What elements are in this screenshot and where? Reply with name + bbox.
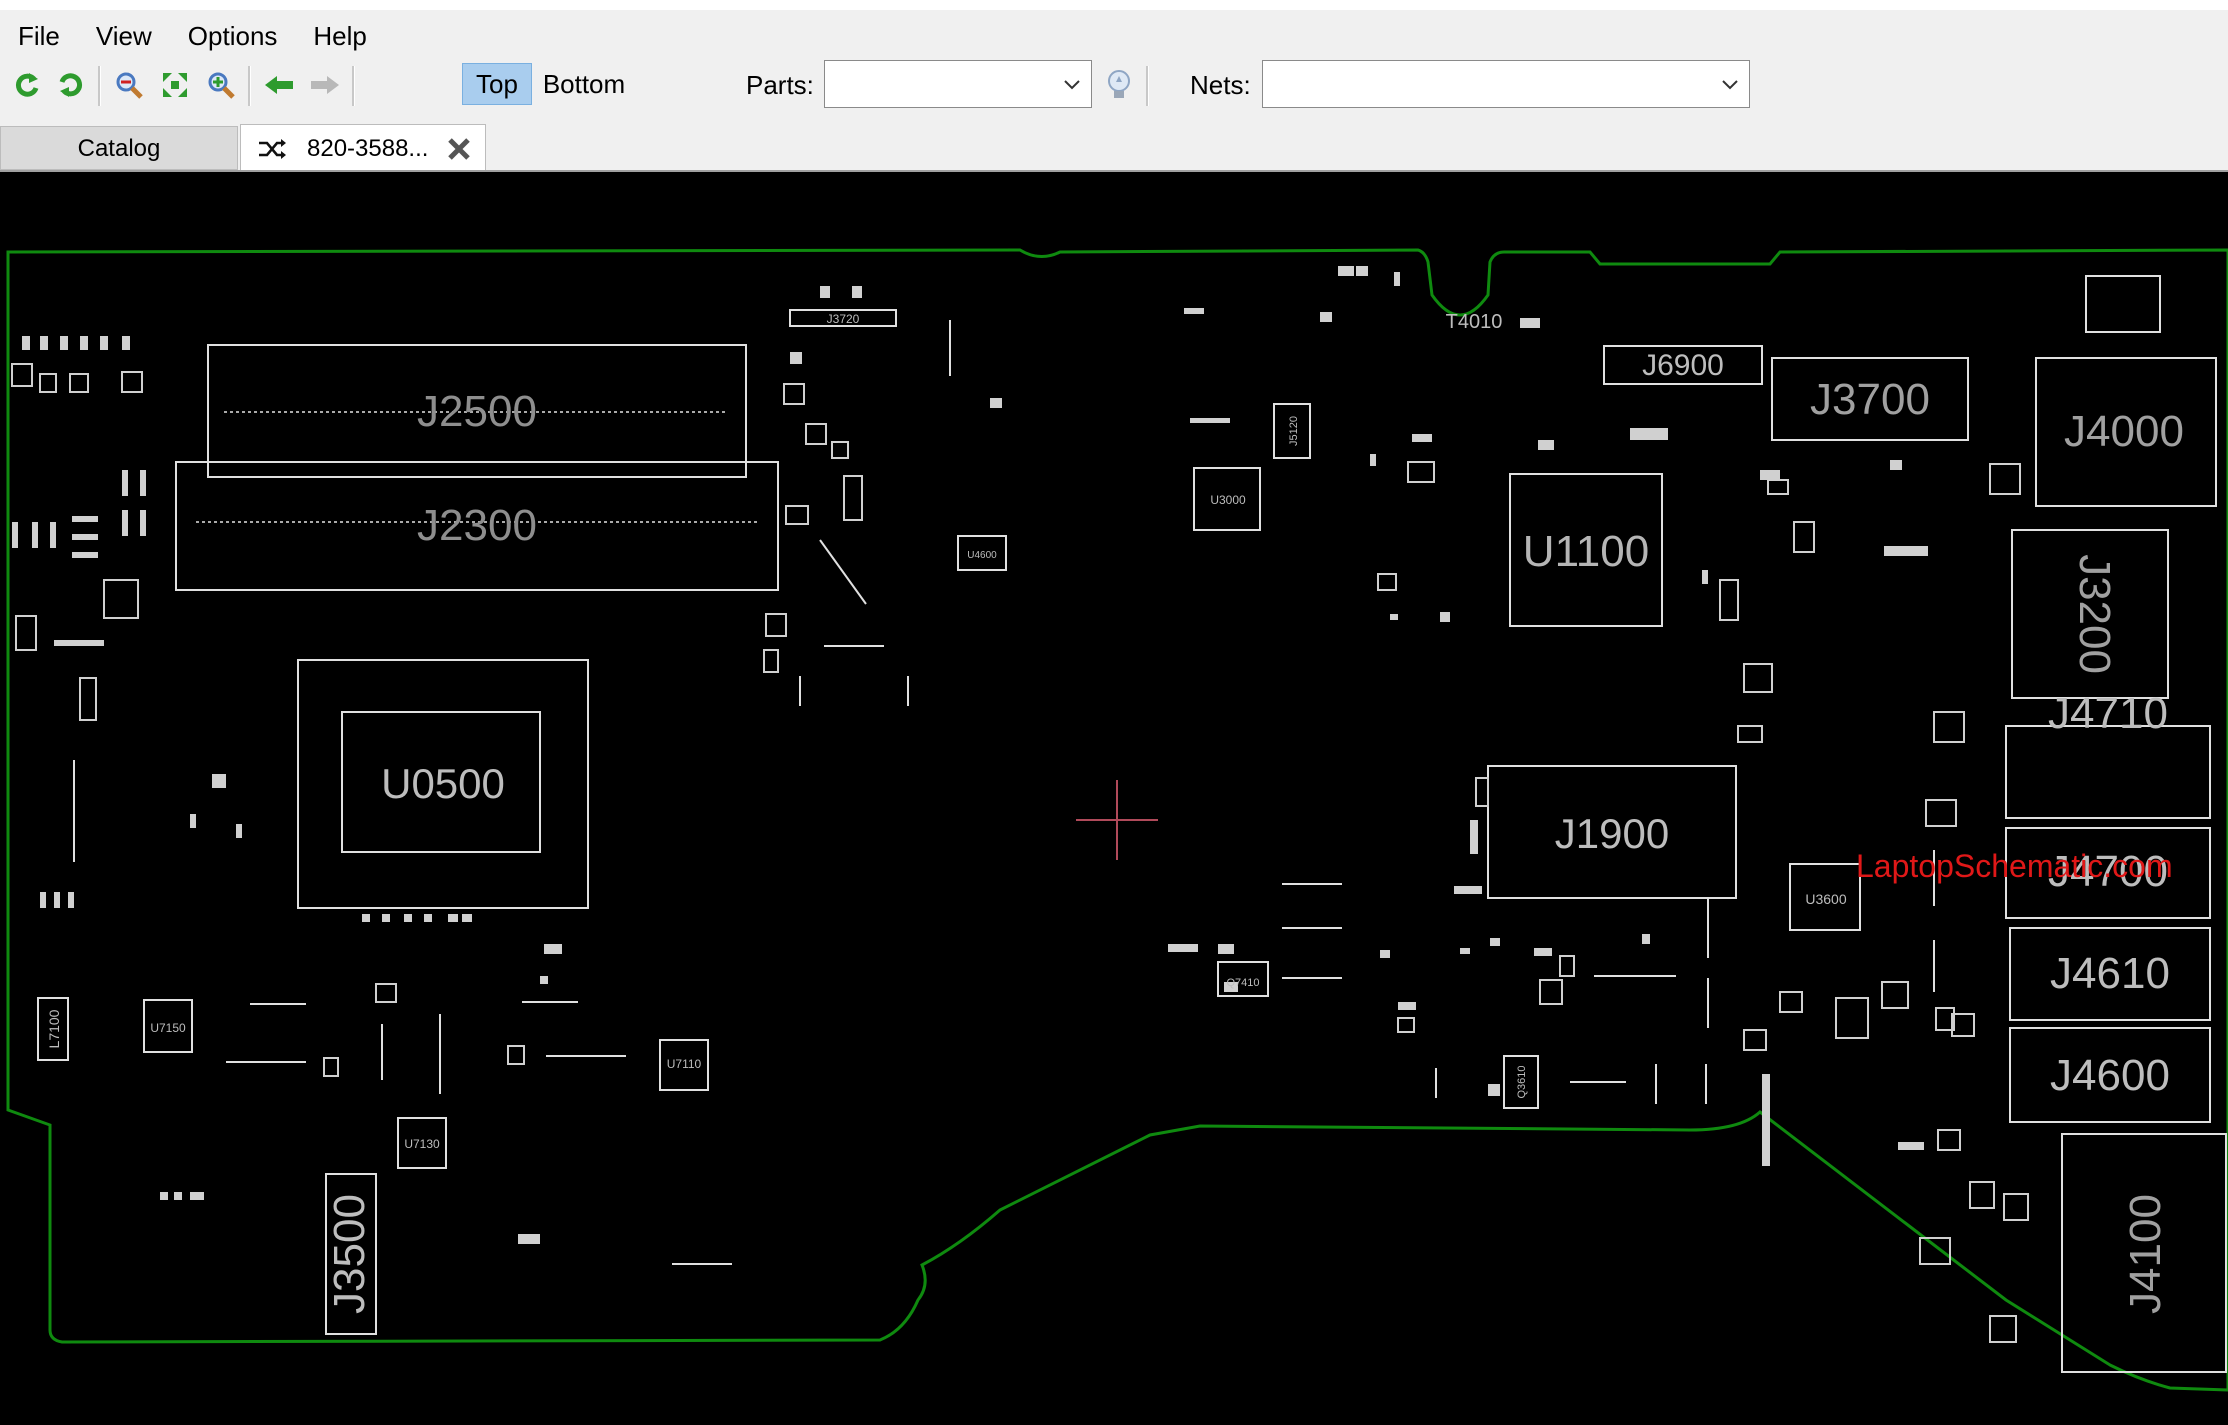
chip-U3600 (1789, 863, 1861, 931)
document-tabs: Catalog 820-3588... (0, 124, 2228, 172)
parts-combobox[interactable] (824, 60, 1092, 108)
side-top-button[interactable]: Top (462, 63, 532, 105)
connector-J3700 (1771, 357, 1969, 441)
toolbar-separator (1146, 66, 1149, 106)
chevron-down-icon (1722, 80, 1738, 90)
chip-U0500 (297, 659, 589, 909)
connector-J4100 (2061, 1133, 2227, 1373)
chip-U7110 (659, 1039, 709, 1091)
toolbar-separator (98, 66, 101, 106)
chip-U1100 (1509, 473, 1663, 627)
connector-J2500 (207, 344, 747, 478)
label-U1100: U1100 (1523, 527, 1649, 576)
board-view-canvas[interactable]: J2500 J2300 U0500 U1100 J1900 J6900 J370… (0, 172, 2228, 1420)
connector-J4710 (2005, 725, 2211, 819)
tab-board-file-label: 820-3588... (307, 135, 429, 162)
label-J4710: J4710 (2048, 689, 2168, 738)
label-J4100: J4100 (2121, 1194, 2170, 1314)
title-strip (0, 0, 2228, 10)
shuffle-icon (259, 139, 286, 159)
label-J3720: J3720 (827, 312, 860, 326)
zoom-out-icon[interactable] (112, 68, 146, 102)
label-L7100: L7100 (46, 1009, 62, 1048)
label-J4000: J4000 (2064, 407, 2184, 456)
label-J1900: J1900 (1555, 810, 1669, 857)
tab-catalog[interactable]: Catalog (0, 126, 238, 170)
label-J3700: J3700 (1810, 375, 1930, 424)
connector-J4000 (2035, 357, 2217, 507)
label-J4610: J4610 (2050, 949, 2170, 998)
part-Q7410 (1217, 961, 1269, 997)
menu-options[interactable]: Options (187, 21, 278, 51)
toolbar-separator (248, 66, 251, 106)
toolbar-separator (352, 66, 355, 106)
connector-J3500 (325, 1173, 377, 1335)
part-J5120 (1273, 403, 1311, 459)
chip-U3000 (1193, 467, 1261, 531)
label-T4010: T4010 (1446, 311, 1503, 333)
connector-J2300 (175, 461, 779, 591)
connector-J3200 (2011, 529, 2169, 699)
label-Q7410: Q7410 (1226, 977, 1259, 989)
label-U7150: U7150 (150, 1021, 186, 1035)
label-J2500: J2500 (417, 387, 537, 436)
menu-bar: File View Options Help (0, 14, 385, 58)
transformer-T4010 (2085, 275, 2161, 333)
label-U7110: U7110 (667, 1057, 702, 1071)
toolbar: Top Bottom Parts: Nets: (0, 60, 2228, 110)
menu-help[interactable]: Help (313, 21, 367, 51)
board-outline (6, 248, 2228, 1392)
parts-label: Parts: (746, 70, 814, 100)
lightbulb-icon[interactable] (1102, 68, 1136, 102)
connector-J3720 (789, 309, 897, 327)
nets-label: Nets: (1190, 70, 1251, 100)
label-J2300: J2300 (417, 501, 537, 550)
chip-U4600 (957, 535, 1007, 571)
forward-arrow-icon[interactable] (308, 68, 342, 102)
back-arrow-icon[interactable] (262, 68, 296, 102)
pcb-layout: J2500 J2300 U0500 U1100 J1900 J6900 J370… (6, 248, 2228, 1392)
connector-J6900 (1603, 345, 1763, 385)
tab-underline (0, 170, 2228, 172)
label-J4700: J4700 (2048, 847, 2168, 896)
rotate-left-icon[interactable] (10, 68, 44, 102)
label-U3000: U3000 (1210, 493, 1246, 507)
zoom-fit-icon[interactable] (158, 68, 192, 102)
label-U7130: U7130 (404, 1137, 440, 1151)
label-U3600: U3600 (1805, 891, 1846, 907)
label-J3500: J3500 (325, 1194, 374, 1314)
chip-U7150 (143, 999, 193, 1053)
app-chrome: File View Options Help Top Bottom (0, 0, 2228, 172)
part-Q3610 (1503, 1055, 1539, 1109)
chip-U7130 (397, 1117, 447, 1169)
label-U0500: U0500 (381, 760, 505, 807)
tab-board-file[interactable]: 820-3588... (240, 124, 486, 172)
connector-J4600 (2009, 1027, 2211, 1123)
label-J6900: J6900 (1642, 349, 1724, 382)
label-Q3610: Q3610 (1516, 1065, 1528, 1098)
connector-J1900 (1487, 765, 1737, 899)
connector-J4700 (2005, 827, 2211, 919)
label-J5120: J5120 (1288, 416, 1300, 446)
close-icon[interactable] (445, 135, 473, 163)
watermark-text: LaptopSchematic.com (1856, 848, 2173, 884)
inductor-L7100 (37, 997, 69, 1061)
zoom-in-icon[interactable] (204, 68, 238, 102)
chevron-down-icon (1064, 80, 1080, 90)
side-bottom-button[interactable]: Bottom (542, 69, 626, 99)
connector-J4610 (2009, 927, 2211, 1021)
label-U4600: U4600 (967, 550, 997, 561)
menu-file[interactable]: File (18, 21, 60, 51)
rotate-right-icon[interactable] (54, 68, 88, 102)
label-J4600: J4600 (2050, 1051, 2170, 1100)
label-J3200: J3200 (2070, 554, 2119, 674)
menu-view[interactable]: View (95, 21, 152, 51)
reference-designators: J2500 J2300 U0500 U1100 J1900 J6900 J370… (150, 311, 2184, 1151)
crosshair-cursor (1076, 780, 1158, 860)
nets-combobox[interactable] (1262, 60, 1750, 108)
